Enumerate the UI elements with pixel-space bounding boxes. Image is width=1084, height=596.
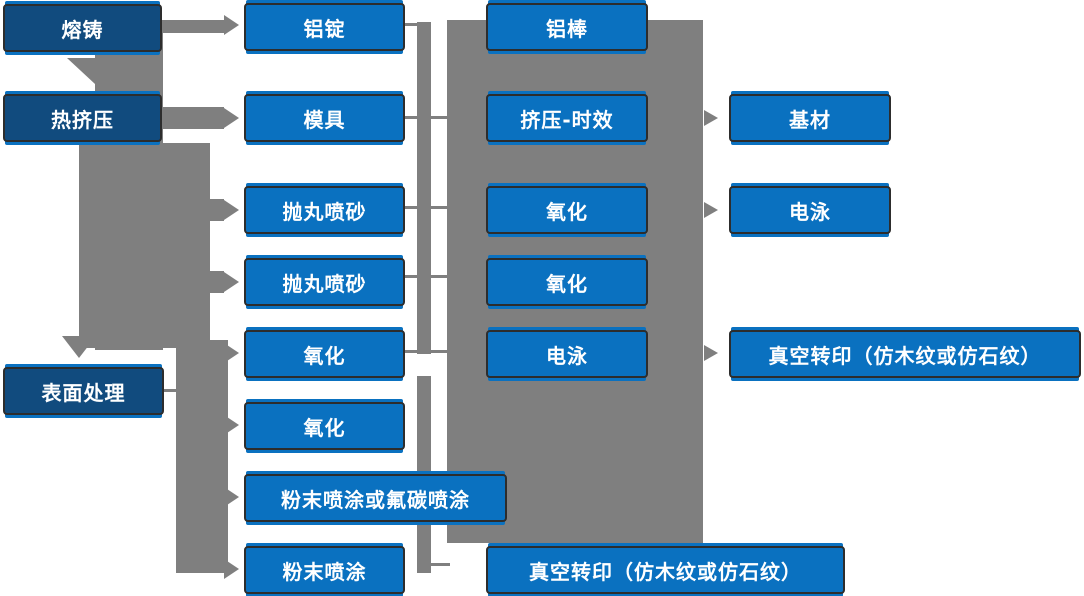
arrowhead-to-aluminum-ingot xyxy=(224,15,239,35)
node-extrusion-aging: 挤压-时效 xyxy=(486,94,648,142)
connector-arm-shot-blast-1 xyxy=(208,199,224,221)
node-shot-blasting-2: 抛丸喷砂 xyxy=(244,258,405,306)
node-vacuum-transfer-1: 真空转印（仿木纹或仿石纹） xyxy=(486,546,845,594)
node-powder-coating: 粉末喷涂 xyxy=(244,546,405,594)
node-electrophoresis-2: 电泳 xyxy=(729,186,891,234)
connector-tick-vacuum xyxy=(431,563,450,566)
node-mold: 模具 xyxy=(244,94,405,142)
arrowhead-to-powder-coating xyxy=(224,559,239,579)
node-aluminum-ingot: 铝锭 xyxy=(244,3,405,51)
connector-tick-aluminum-ingot xyxy=(405,23,431,26)
node-oxidation-2: 氧化 xyxy=(244,402,405,450)
connector-left-wideband xyxy=(79,143,210,348)
connector-tick-oxidation xyxy=(405,350,448,353)
connector-tick-mold xyxy=(405,116,448,119)
node-hot-extrusion: 热挤压 xyxy=(3,94,162,142)
connector-arm-aluminum-ingot xyxy=(162,20,226,33)
node-surface-treatment: 表面处理 xyxy=(3,367,164,415)
arrowhead-down-to-surface-treatment xyxy=(62,336,96,358)
arrowhead-to-shot-blasting-2 xyxy=(224,272,239,292)
arrowhead-to-shot-blasting-1 xyxy=(224,200,239,220)
node-vacuum-transfer-2: 真空转印（仿木纹或仿石纹） xyxy=(729,330,1081,378)
node-powder-or-fluorocarbon-coating: 粉末喷涂或氟碳喷涂 xyxy=(244,474,507,522)
connector-arm-mold xyxy=(162,107,224,129)
node-electrophoresis-1: 电泳 xyxy=(486,330,648,378)
arrowhead-to-oxidation-1 xyxy=(224,343,239,363)
connector-arm-shot-blast-2 xyxy=(208,271,224,293)
connector-mid-bar-upper xyxy=(417,22,431,354)
arrowhead-to-vacuum-transfer-2 xyxy=(704,345,718,361)
arrowhead-to-electrophoresis-2 xyxy=(704,202,718,218)
arrowhead-down-to-hot-extrusion xyxy=(67,58,123,84)
arrowhead-to-mold xyxy=(224,108,239,128)
connector-surface-treatment-link xyxy=(163,389,178,392)
arrowhead-to-base-material xyxy=(704,110,718,126)
node-oxidation-4: 氧化 xyxy=(486,258,648,306)
connector-left-lowband xyxy=(176,340,228,573)
node-oxidation-1: 氧化 xyxy=(244,330,405,378)
connector-tick-shot-blast-2 xyxy=(405,275,448,278)
node-shot-blasting-1: 抛丸喷砂 xyxy=(244,186,405,234)
arrowhead-to-oxidation-2 xyxy=(224,415,239,435)
arrowhead-to-powder-fluoro xyxy=(224,487,239,507)
node-oxidation-3: 氧化 xyxy=(486,186,648,234)
node-base-material: 基材 xyxy=(729,94,891,142)
node-melt-cast: 熔铸 xyxy=(3,4,162,52)
connector-tick-shot-blast-1 xyxy=(405,206,448,209)
node-aluminum-rod: 铝棒 xyxy=(486,3,648,51)
